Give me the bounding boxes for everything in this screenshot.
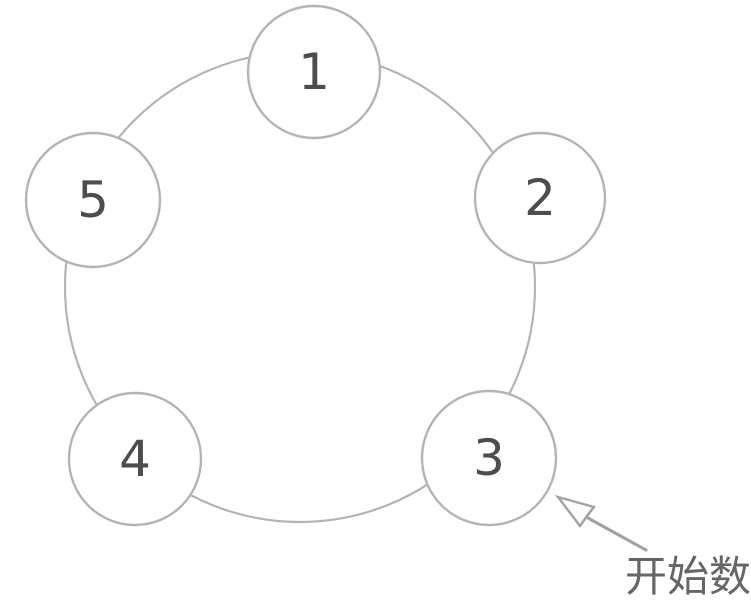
node-label-2: 2 — [524, 169, 556, 227]
start-annotation-label: 开始数 — [625, 552, 751, 601]
node-label-1: 1 — [298, 43, 330, 101]
start-arrow-icon — [554, 494, 648, 552]
node-2: 2 — [473, 131, 607, 265]
arrow-shaft-line — [586, 516, 648, 552]
node-label-5: 5 — [77, 171, 109, 229]
node-circle-2 — [473, 131, 607, 265]
node-label-3: 3 — [473, 429, 505, 487]
node-circle-4 — [67, 391, 203, 527]
arrow-head-shape — [554, 494, 597, 529]
node-circle-1 — [246, 4, 382, 140]
node-1: 1 — [246, 4, 382, 140]
node-4: 4 — [67, 391, 203, 527]
node-label-4: 4 — [119, 430, 151, 488]
node-circle-5 — [24, 131, 162, 269]
node-3: 3 — [420, 389, 558, 527]
node-5: 5 — [24, 131, 162, 269]
node-circle-3 — [420, 389, 558, 527]
